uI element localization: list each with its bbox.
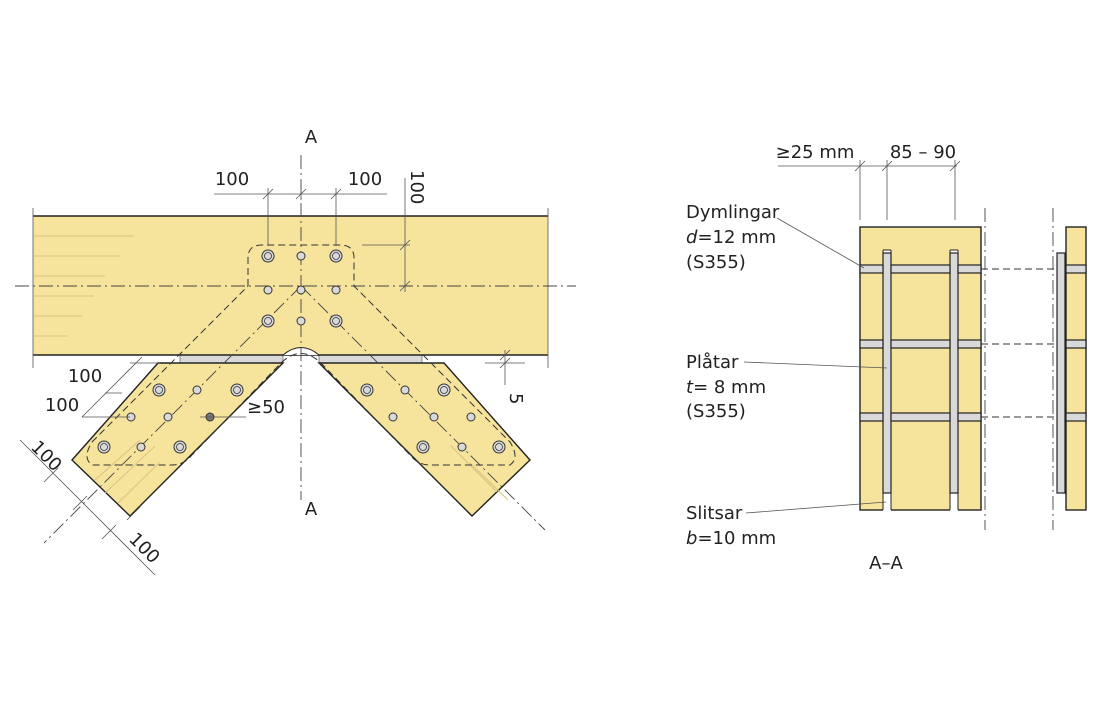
steel-plate-1 <box>882 252 892 494</box>
label-slots-name: Slitsar <box>686 503 743 524</box>
section-title: A–A <box>869 553 903 574</box>
dim-end-lower: 100 <box>124 529 163 568</box>
plate-gap-right <box>318 354 423 364</box>
dim-member-lower: 100 <box>45 395 79 416</box>
label-dowels-grade: (S355) <box>686 252 746 273</box>
dim-top-right: 100 <box>348 169 382 190</box>
label-plates-name: Plåtar <box>686 352 739 373</box>
dim-gap: 5 <box>505 393 526 404</box>
left-diagonal-member <box>71 362 285 517</box>
label-dowels-size: d=12 mm <box>686 227 776 248</box>
plate-gap-left <box>179 354 284 364</box>
dim-vertical-right: 100 <box>406 170 427 204</box>
dim-edge-min: ≥50 <box>247 397 285 418</box>
steel-plate-outer <box>1056 252 1066 494</box>
dim-end-upper: 100 <box>26 437 65 476</box>
section-view: ≥25 mm 85 – 90 Dymlingar d=12 mm (S355) … <box>686 142 1087 574</box>
dim-top-left: 100 <box>215 169 249 190</box>
dim-section-edge: ≥25 mm <box>776 142 855 163</box>
elevation-view: A A 100 100 100 100 100 ≥50 5 100 100 <box>15 127 576 576</box>
right-diagonal-member <box>317 362 531 517</box>
section-timber-outer <box>1065 226 1087 511</box>
top-chord <box>33 216 548 355</box>
dowel-pattern <box>97 249 506 454</box>
label-plates-grade: (S355) <box>686 401 746 422</box>
dimension-lines <box>19 178 525 576</box>
label-dowels-name: Dymlingar <box>686 202 780 223</box>
dim-member-upper: 100 <box>68 366 102 387</box>
section-dowels <box>859 264 982 422</box>
dim-section-spacing: 85 – 90 <box>890 142 956 163</box>
wood-grain <box>34 235 134 337</box>
section-timber <box>859 226 982 511</box>
label-plates-size: t= 8 mm <box>686 377 766 398</box>
label-slots-size: b=10 mm <box>686 528 776 549</box>
steel-plate-outline <box>86 244 516 466</box>
section-mark-top: A <box>305 127 318 148</box>
steel-plate-2 <box>949 252 959 494</box>
section-mark-bottom: A <box>305 499 318 520</box>
